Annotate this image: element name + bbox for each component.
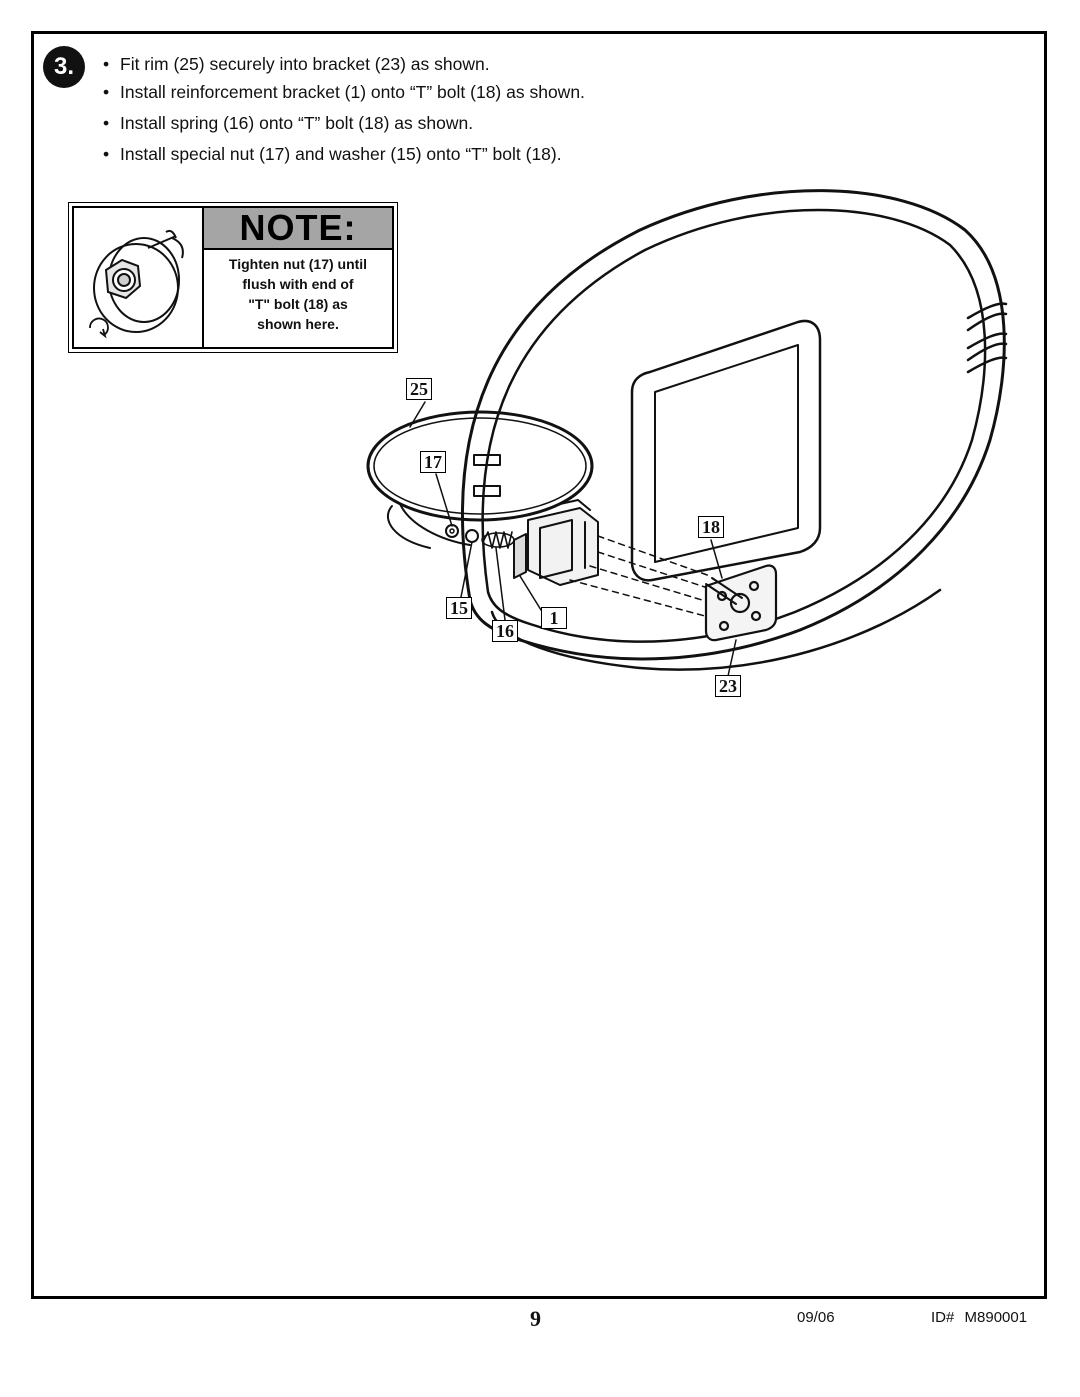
nut-tightening-illustration [89, 229, 184, 339]
footer-id: ID# M890001 [931, 1309, 1028, 1326]
footer-date: 09/06 [797, 1309, 835, 1326]
backboard-outline [461, 189, 1006, 661]
callout-nut: 17 [420, 451, 446, 473]
callout-spring: 16 [492, 620, 518, 642]
leader-lines [409, 401, 737, 677]
note-line: "T" bolt (18) as [248, 296, 348, 312]
callout-rim: 25 [406, 378, 432, 400]
target-square-outer [630, 319, 822, 582]
callout-reinforcement-bracket: 1 [541, 607, 567, 629]
page-border [31, 31, 1047, 1299]
rim-bracket [527, 499, 599, 586]
instruction-item: Install reinforcement bracket (1) onto “… [103, 82, 585, 102]
step-number-badge: 3. [43, 46, 85, 88]
note-line: flush with end of [242, 276, 354, 292]
rim [366, 410, 594, 522]
spring [481, 531, 515, 549]
page-number: 9 [530, 1306, 541, 1331]
callout-t-bolt: 18 [698, 516, 724, 538]
t-bolt [705, 577, 743, 605]
instruction-item: Install special nut (17) and washer (15)… [103, 144, 585, 164]
nut [445, 524, 459, 538]
callout-washer: 15 [446, 597, 472, 619]
mounting-bracket [704, 564, 778, 642]
note-line: Tighten nut (17) until [228, 256, 368, 272]
backboard-clips [966, 302, 1008, 374]
instruction-item: Install spring (16) onto “T” bolt (18) a… [103, 113, 585, 133]
reinforcement-bracket [513, 533, 527, 579]
callout-bracket: 23 [715, 675, 741, 697]
note-box: NOTE: Tighten nut (17) until flush with … [68, 202, 398, 353]
instruction-item: Fit rim (25) securely into bracket (23) … [103, 54, 585, 74]
target-square-inner [654, 344, 799, 563]
note-text: Tighten nut (17) until flush with end of… [204, 254, 392, 334]
instruction-list: Fit rim (25) securely into bracket (23) … [103, 54, 585, 164]
nut-tightening-icon [74, 208, 204, 347]
washer [465, 529, 479, 543]
note-header: NOTE: [204, 207, 392, 250]
note-line: shown here. [257, 316, 339, 332]
